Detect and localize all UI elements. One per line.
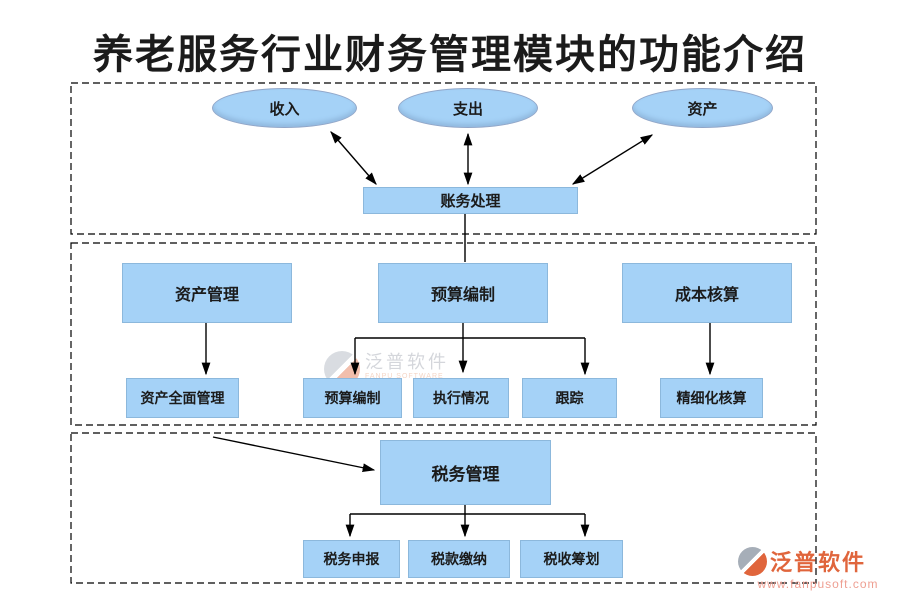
node-budget-prepare-sub: 预算编制 — [303, 378, 402, 418]
arrow-to-tax-management — [212, 436, 376, 473]
node-tax-planning: 税收筹划 — [520, 540, 623, 578]
node-cost-accounting: 成本核算 — [622, 263, 792, 323]
node-expense: 支出 — [398, 88, 538, 128]
node-budget-preparation: 预算编制 — [378, 263, 548, 323]
tax-section-border — [70, 432, 817, 584]
node-income: 收入 — [212, 88, 357, 128]
node-full-asset-management: 资产全面管理 — [126, 378, 239, 418]
node-asset: 资产 — [632, 88, 773, 128]
accounting-section-border — [70, 82, 817, 235]
page-title: 养老服务行业财务管理模块的功能介绍 — [93, 33, 807, 77]
node-tax-payment: 税款缴纳 — [408, 540, 510, 578]
watermark-brand: 泛普软件 — [365, 352, 449, 372]
arrow-asset-accounting — [571, 134, 654, 185]
fanpu-logo-icon — [738, 546, 767, 576]
node-account-processing: 账务处理 — [363, 187, 578, 214]
management-section-border — [70, 242, 817, 426]
brand-footer: 泛普软件 www.fanpusoft.com — [738, 545, 898, 591]
node-asset-management: 资产管理 — [122, 263, 292, 323]
budget-branch-line — [355, 322, 585, 339]
node-execution-status: 执行情况 — [413, 378, 509, 418]
node-refined-accounting: 精细化核算 — [660, 378, 763, 418]
node-tax-management: 税务管理 — [380, 440, 551, 505]
arrow-income-accounting — [330, 131, 377, 185]
watermark-brand-en: FANPU SOFTWARE — [365, 373, 444, 380]
tax-branch-line — [350, 505, 585, 515]
brand-name: 泛普软件 — [770, 550, 867, 575]
node-tax-declaration: 税务申报 — [303, 540, 400, 578]
brand-website: www.fanpusoft.com — [757, 577, 879, 591]
node-tracking: 跟踪 — [522, 378, 617, 418]
